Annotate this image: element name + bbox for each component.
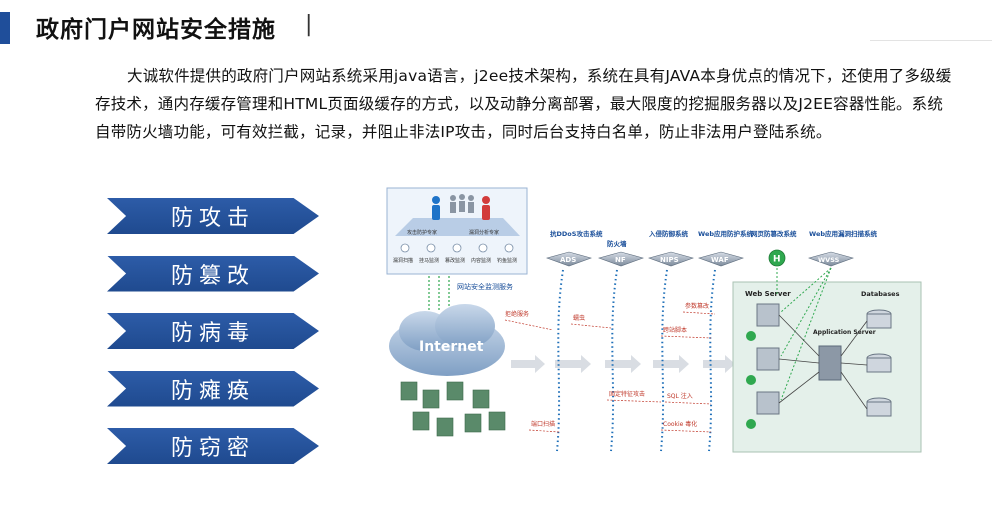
title-separator: | — [305, 12, 313, 37]
scan-node-4 — [504, 243, 514, 253]
device-title-nips: 入侵防御系统 — [648, 229, 689, 238]
threat-label-param-tamper: 参数篡改 — [685, 302, 709, 310]
measure-anti-theft: 防窃密 — [107, 428, 319, 464]
scan-node-1 — [426, 243, 436, 253]
scan-node-2 — [452, 243, 462, 253]
scan-label-1: 挂马监测 — [419, 257, 439, 264]
svg-text:WVSS: WVSS — [818, 256, 840, 264]
threat-label-portscan: 端口扫描 — [531, 420, 555, 428]
architecture-svg: 攻击防护专家 漏洞分析专家 漏洞扫描 挂马监测 篡改监测 内容监测 钓鱼监测 网… — [386, 187, 922, 453]
svg-text:NIPS: NIPS — [660, 256, 679, 264]
description-paragraph: 大诚软件提供的政府门户网站系统采用java语言，j2ee技术架构，系统在具有JA… — [95, 67, 952, 141]
svg-text:ADS: ADS — [560, 256, 576, 264]
measure-anti-tamper: 防篡改 — [107, 255, 319, 292]
device-title-firewall: 防火墙 — [607, 239, 627, 248]
measure-anti-virus: 防病毒 — [107, 313, 319, 349]
internet-cloud-icon — [389, 304, 505, 376]
web-server-icons — [746, 303, 780, 429]
device-waf-icon: WAF — [698, 251, 744, 267]
red-person-icon — [482, 196, 490, 220]
scan-label-2: 篡改监测 — [445, 257, 465, 264]
device-title-wvss: Web应用漏洞扫描系统 — [809, 229, 877, 238]
scan-label-3: 内容监测 — [471, 257, 491, 264]
svg-text:WAF: WAF — [711, 256, 729, 264]
threat-label-sqli: SQL 注入 — [667, 392, 693, 400]
threat-label-xss: 跨站脚本 — [663, 326, 687, 334]
traffic-flow-arrows — [511, 355, 735, 373]
scan-node-3 — [478, 243, 488, 253]
threat-label-dos: 拒绝服务 — [505, 310, 529, 318]
security-architecture-diagram: 攻击防护专家 漏洞分析专家 漏洞扫描 挂马监测 篡改监测 内容监测 钓鱼监测 网… — [385, 186, 925, 458]
group-people-icon — [450, 194, 474, 213]
app-server-label: Application Server — [813, 329, 876, 336]
svg-text:NF: NF — [615, 256, 626, 264]
device-title-waf: Web应用防护系统 — [698, 229, 753, 238]
scan-arrows — [776, 267, 832, 401]
threat-label-signature: 固定特征攻击 — [609, 390, 645, 398]
device-title-ddos: 抗DDoS攻击系统 — [550, 229, 603, 238]
expert-label-0: 攻击防护专家 — [407, 229, 437, 236]
blue-person-icon — [432, 196, 440, 220]
monitor-service-label: 网站安全监测服务 — [457, 282, 513, 291]
internet-label: Internet — [419, 339, 484, 355]
scan-node-0 — [400, 243, 410, 253]
defense-lines — [556, 269, 716, 452]
svg-text:H: H — [773, 255, 781, 265]
threat-arrows — [504, 311, 716, 433]
expert-label-1: 漏洞分析专家 — [469, 229, 499, 236]
monitor-panel: 攻击防护专家 漏洞分析专家 漏洞扫描 挂马监测 篡改监测 内容监测 钓鱼监测 — [386, 187, 528, 275]
device-nf-icon: NF — [598, 251, 644, 267]
title-accent-bar — [0, 12, 10, 44]
scan-label-0: 漏洞扫描 — [393, 257, 413, 264]
device-ads-icon: ADS — [546, 251, 592, 267]
security-measures-list: 防攻击 防篡改 防病毒 防瘫痪 防窃密 — [107, 198, 319, 486]
web-server-label: Web Server — [745, 290, 791, 298]
client-computers-icon — [400, 381, 506, 437]
databases-label: Databases — [861, 290, 900, 298]
server-links — [778, 314, 868, 410]
database-icons — [866, 309, 892, 417]
device-tamper-h-icon: H — [768, 249, 786, 267]
device-title-tamper: 网页防篡改系统 — [751, 229, 797, 238]
device-wvss-icon: WVSS — [808, 251, 854, 267]
device-nips-icon: NIPS — [648, 251, 694, 267]
scan-label-4: 钓鱼监测 — [497, 257, 517, 264]
app-server-icon — [818, 345, 842, 381]
platform-shape — [395, 218, 520, 236]
page-title: 政府门户网站安全措施 — [36, 17, 276, 43]
measure-anti-attack: 防攻击 — [107, 198, 319, 234]
header-divider — [870, 40, 992, 41]
threat-label-worm: 蠕虫 — [573, 314, 585, 322]
threat-label-cookie: Cookie 毒化 — [663, 420, 697, 428]
monitor-arrows — [428, 276, 450, 311]
measure-anti-paralysis: 防瘫痪 — [107, 370, 319, 407]
